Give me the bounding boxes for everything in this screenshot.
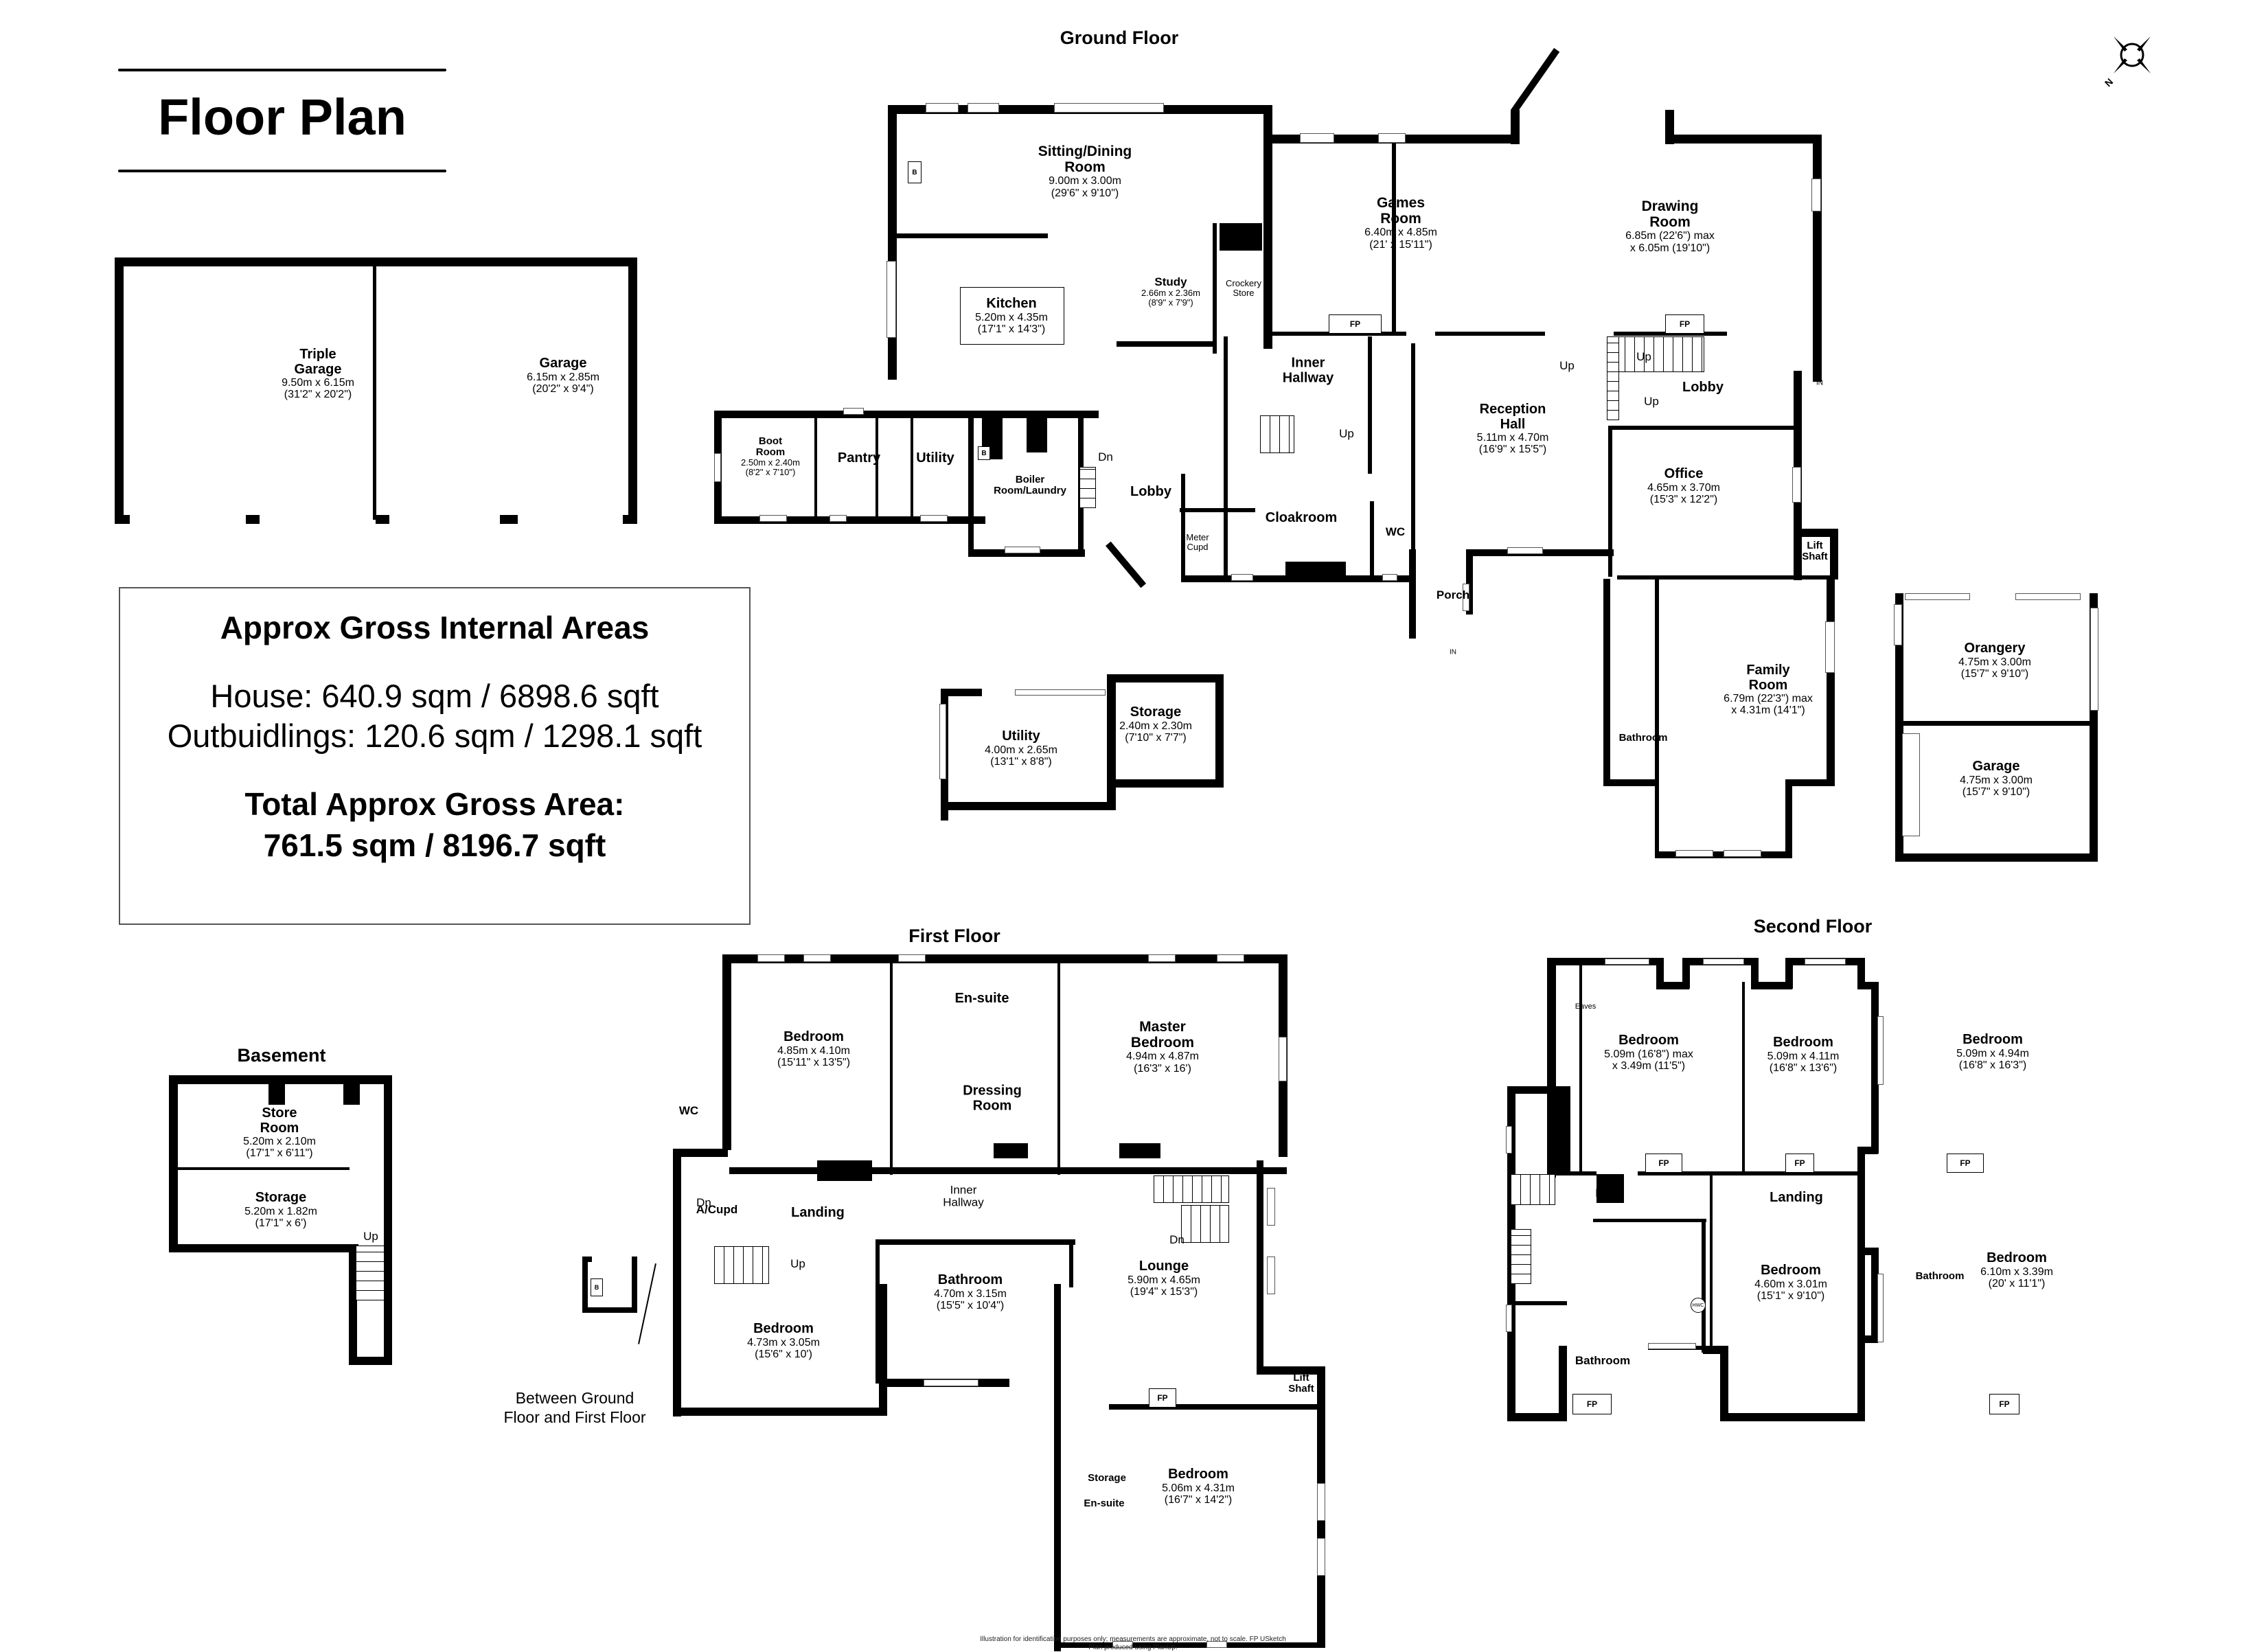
room-bedroom-first-2: Bedroom 4.73m x 3.05m (15'6" x 10') <box>747 1320 820 1360</box>
fireplace-second-4: FP <box>1572 1394 1612 1414</box>
stairs-down-label: Dn <box>1595 1186 1610 1200</box>
title-rule-bottom <box>118 170 446 172</box>
room-reception-hall: Reception Hall 5.11m x 4.70m (16'9" x 15… <box>1476 402 1549 456</box>
room-lift-shaft-first: Lift Shaft <box>1288 1371 1314 1395</box>
room-bathroom-first: Bathroom 4.70m x 3.15m (15'5" x 10'4") <box>934 1272 1007 1311</box>
room-dressing: Dressing Room <box>963 1083 1022 1113</box>
room-utility-ground: Utility <box>916 450 954 466</box>
room-bathroom-ground: Bathroom <box>1618 731 1668 744</box>
stairs-up-label: Up <box>1636 350 1651 363</box>
room-pantry: Pantry <box>837 450 881 466</box>
room-orangery: Orangery 4.75m x 3.00m (15'7" x 9'10") <box>1958 640 2031 680</box>
room-master-bedroom: Master Bedroom 4.94m x 4.87m (16'3" x 16… <box>1126 1019 1199 1075</box>
room-lift-shaft-ground: Lift Shaft <box>1802 539 1828 562</box>
second-floor-title: Second Floor <box>1753 916 1873 937</box>
room-meter-cupboard: Meter Cupd <box>1186 531 1209 552</box>
room-ensuite-first-1: En-suite <box>954 991 1009 1007</box>
area-total-label: Total Approx Gross Area: <box>244 786 625 822</box>
room-utility-outbuilding: Utility 4.00m x 2.65m (13'1" x 8'8") <box>985 728 1057 768</box>
area-summary-box: Approx Gross Internal Areas House: 640.9… <box>119 587 751 925</box>
boiler-icon: B <box>591 1278 603 1296</box>
room-ensuite-first-2: En-suite <box>1084 1497 1125 1509</box>
room-landing-second: Landing <box>1770 1190 1823 1206</box>
disclaimer-footer: Illustration for identification purposes… <box>980 1636 1286 1651</box>
room-landing-first: Landing <box>791 1205 845 1221</box>
room-garage-small: Garage 4.75m x 3.00m (15'7" x 9'10") <box>1960 758 2033 798</box>
fireplace-games-room: FP <box>1329 314 1382 334</box>
room-boiler-laundry: Boiler Room/Laundry <box>994 473 1066 496</box>
room-bedroom-second-2: Bedroom 5.09m x 4.11m (16'8" x 13'6") <box>1767 1034 1840 1074</box>
room-boot-room: Boot Room 2.50m x 2.40m (8'2" x 7'10") <box>741 435 800 478</box>
hwc-icon: HWC <box>1691 1298 1706 1313</box>
first-floor-title: First Floor <box>908 926 1000 946</box>
room-lobby-service: Lobby <box>1130 484 1171 500</box>
boiler-icon: B <box>978 446 990 460</box>
room-crockery-store: Crockery Store <box>1225 277 1262 298</box>
room-garage-side: Garage 6.15m x 2.85m (20'2" x 9'4") <box>527 355 599 395</box>
stairs-up-label: Up <box>790 1257 805 1270</box>
stairs-down-label: Dn <box>696 1196 711 1209</box>
room-airing-cupboard: A/Cupd <box>696 1202 738 1216</box>
room-store-room: Store Room 5.20m x 2.10m (17'1" x 6'11") <box>243 1105 316 1160</box>
fireplace-drawing-room: FP <box>1665 314 1704 334</box>
area-heading: Approx Gross Internal Areas <box>220 610 650 645</box>
compass-icon <box>2108 31 2156 79</box>
fireplace-second-5: FP <box>1989 1394 2019 1414</box>
room-storage-first: Storage <box>1088 1471 1126 1484</box>
kitchen-island <box>960 287 1064 345</box>
room-wc-ground: WC <box>1385 525 1406 538</box>
room-games: Games Room 6.40m x 4.85m (21' x 15'11") <box>1364 195 1437 251</box>
entrance-in-label: IN <box>1816 379 1823 387</box>
room-office: Office 4.65m x 3.70m (15'3" x 12'2") <box>1647 466 1720 505</box>
room-porch: Porch <box>1436 588 1470 601</box>
room-inner-hallway-first: Inner Hallway <box>943 1183 984 1209</box>
stairs-up-label: Up <box>1339 427 1354 440</box>
fireplace-lounge: FP <box>1149 1388 1176 1408</box>
area-house: House: 640.9 sqm / 6898.6 sqft <box>210 678 659 714</box>
entrance-in-label: IN <box>1450 648 1456 656</box>
room-cloakroom: Cloakroom <box>1265 510 1338 526</box>
stairs-up-label: Up <box>363 1230 378 1243</box>
room-bedroom-first-1: Bedroom 4.85m x 4.10m (15'11" x 13'5") <box>777 1029 851 1068</box>
boiler-icon: B <box>908 161 922 183</box>
stairs-up-label: Up <box>1644 395 1659 408</box>
room-lobby-ground: Lobby <box>1682 380 1724 395</box>
mezzanine-note: Between Ground Floor and First Floor <box>503 1389 646 1426</box>
room-wc-first: WC <box>678 1103 699 1117</box>
room-bedroom-second-1: Bedroom 5.09m (16'8") max x 3.49m (11'5"… <box>1604 1032 1693 1072</box>
fireplace-second-2: FP <box>1785 1154 1814 1173</box>
room-triple-garage: Triple Garage 9.50m x 6.15m (31'2" x 20'… <box>282 347 354 401</box>
room-bedroom-first-3: Bedroom 5.06m x 4.31m (16'7" x 14'2") <box>1162 1466 1235 1506</box>
area-outbuildings: Outbuidlings: 120.6 sqm / 1298.1 sqft <box>167 718 702 754</box>
title-rule-top <box>118 69 446 71</box>
room-study: Study 2.66m x 2.36m (8'9" x 7'9") <box>1141 275 1200 308</box>
area-total-value: 761.5 sqm / 8196.7 sqft <box>263 827 606 863</box>
room-eaves: Eaves <box>1575 1002 1596 1011</box>
room-family: Family Room 6.79m (22'3") max x 4.31m (1… <box>1724 663 1813 717</box>
room-kitchen: Kitchen 5.20m x 4.35m (17'1" x 14'3") <box>975 295 1048 335</box>
room-sitting-dining: Sitting/Dining Room 9.00m x 3.00m (29'6"… <box>1038 144 1132 199</box>
stairs-down-label: Dn <box>1169 1233 1184 1246</box>
page-title: Floor Plan <box>158 89 407 146</box>
room-bedroom-second-4: Bedroom 4.60m x 3.01m (15'1" x 9'10") <box>1754 1262 1827 1302</box>
stairs-down-label: Dn <box>1098 450 1113 463</box>
basement-title: Basement <box>237 1045 326 1066</box>
room-bathroom-second-1: Bathroom <box>1575 1353 1631 1367</box>
room-basement-storage: Storage 5.20m x 1.82m (17'1" x 6') <box>244 1189 317 1229</box>
fireplace-second-3: FP <box>1947 1154 1984 1173</box>
fireplace-second-1: FP <box>1645 1154 1682 1173</box>
stairs-up-label: Up <box>1559 359 1575 372</box>
room-bathroom-second-2: Bathroom <box>1915 1270 1965 1282</box>
room-inner-hallway-ground: Inner Hallway <box>1282 355 1334 385</box>
room-storage-outbuilding: Storage 2.40m x 2.30m (7'10" x 7'7") <box>1119 704 1192 744</box>
room-bedroom-second-5: Bedroom 6.10m x 3.39m (20' x 11'1") <box>1980 1250 2053 1289</box>
room-drawing: Drawing Room 6.85m (22'6") max x 6.05m (… <box>1625 198 1715 254</box>
room-bedroom-second-3: Bedroom 5.09m x 4.94m (16'8" x 16'3") <box>1956 1031 2029 1071</box>
ground-floor-title: Ground Floor <box>1060 27 1179 48</box>
room-lounge: Lounge 5.90m x 4.65m (19'4" x 15'3") <box>1128 1258 1200 1298</box>
